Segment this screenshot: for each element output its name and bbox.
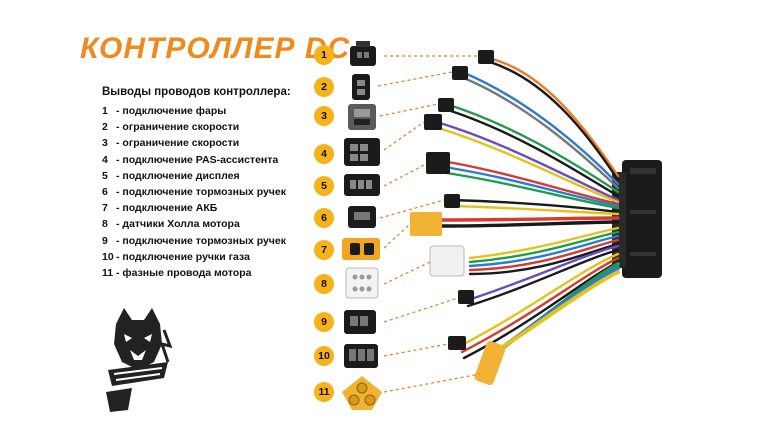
legend-number: 3 [102, 137, 108, 150]
legend-number: 5 [102, 169, 108, 182]
legend-text: - подключение дисплея [116, 169, 240, 182]
legend-text: - ограничение скорости [116, 137, 240, 150]
connector-2-icon [352, 74, 370, 100]
legend-item: 7 - подключение АКБ [102, 202, 286, 218]
badge-2: 2 [314, 77, 334, 97]
legend-number: 1 [102, 105, 108, 117]
badge-9: 9 [314, 312, 334, 332]
legend-text: - подключение фары [116, 105, 227, 117]
legend-item: 10- подключение ручки газа [102, 251, 286, 267]
connector-8-icon [345, 267, 379, 299]
connector-4-icon [344, 138, 380, 166]
wire-end-connectors [410, 50, 506, 386]
legend-number: 6 [102, 185, 108, 198]
wire-bundle [428, 56, 620, 360]
legend-item: 2 - ограничение скорости [102, 121, 286, 137]
legend-item: 9 - подключение тормозных ручек [102, 235, 286, 251]
badge-5: 5 [314, 176, 334, 196]
controller-unit [612, 160, 662, 278]
legend-number: 10 [102, 250, 114, 263]
connector-11-icon [342, 376, 382, 410]
badge-8: 8 [314, 274, 334, 294]
connector-1-icon [350, 41, 376, 66]
legend-text: - подключение тормозных ручек [116, 185, 286, 198]
legend-number: 11 [102, 266, 114, 279]
connector-3-icon [348, 104, 376, 130]
bear-mascot-icon [106, 308, 173, 412]
connector-thumbnails [342, 41, 382, 410]
legend-item: 4 - подключение PAS-ассистента [102, 154, 286, 170]
legend-number: 7 [102, 202, 108, 215]
badge-3: 3 [314, 106, 334, 126]
badge-10: 10 [314, 346, 334, 366]
legend-list: 1 - подключение фары 2 - ограничение скоро… [102, 105, 286, 283]
legend-item: 8 - датчики Холла мотора [102, 218, 286, 234]
legend-text: - датчики Холла мотора [116, 218, 240, 231]
badge-4: 4 [314, 144, 334, 164]
leader-lines [377, 55, 481, 393]
badge-6: 6 [314, 208, 334, 228]
legend-number: 8 [102, 218, 108, 231]
legend-item: 3 - ограничение скорости [102, 137, 286, 153]
legend-text: - подключение АКБ [116, 202, 218, 215]
badge-1: 1 [314, 45, 334, 65]
legend-text: - подключение ручки газа [116, 250, 250, 263]
legend-text: - подключение тормозных ручек [116, 234, 286, 247]
badge-7: 7 [314, 240, 334, 260]
connector-6-icon [348, 206, 376, 228]
legend-item: 6 - подключение тормозных ручек [102, 186, 286, 202]
legend-item: 11- фазные провода мотора [102, 267, 286, 283]
connector-7-icon [342, 238, 380, 260]
legend-item: 5 - подключение дисплея [102, 170, 286, 186]
legend-heading: Выводы проводов контроллера: [102, 86, 291, 98]
legend-text: - подключение PAS-ассистента [116, 153, 279, 166]
connector-10-icon [344, 344, 378, 368]
legend-number: 9 [102, 234, 108, 247]
legend-number: 4 [102, 153, 108, 166]
connector-5-icon [344, 174, 380, 196]
legend-text: - ограничение скорости [116, 121, 240, 134]
legend-number: 2 [102, 121, 108, 134]
legend-text: - фазные провода мотора [116, 266, 252, 279]
badge-11: 11 [314, 382, 334, 402]
connector-9-icon [344, 310, 376, 334]
legend-item: 1 - подключение фары [102, 105, 286, 121]
page-title: КОНТРОЛЛЕР DC [80, 32, 351, 65]
